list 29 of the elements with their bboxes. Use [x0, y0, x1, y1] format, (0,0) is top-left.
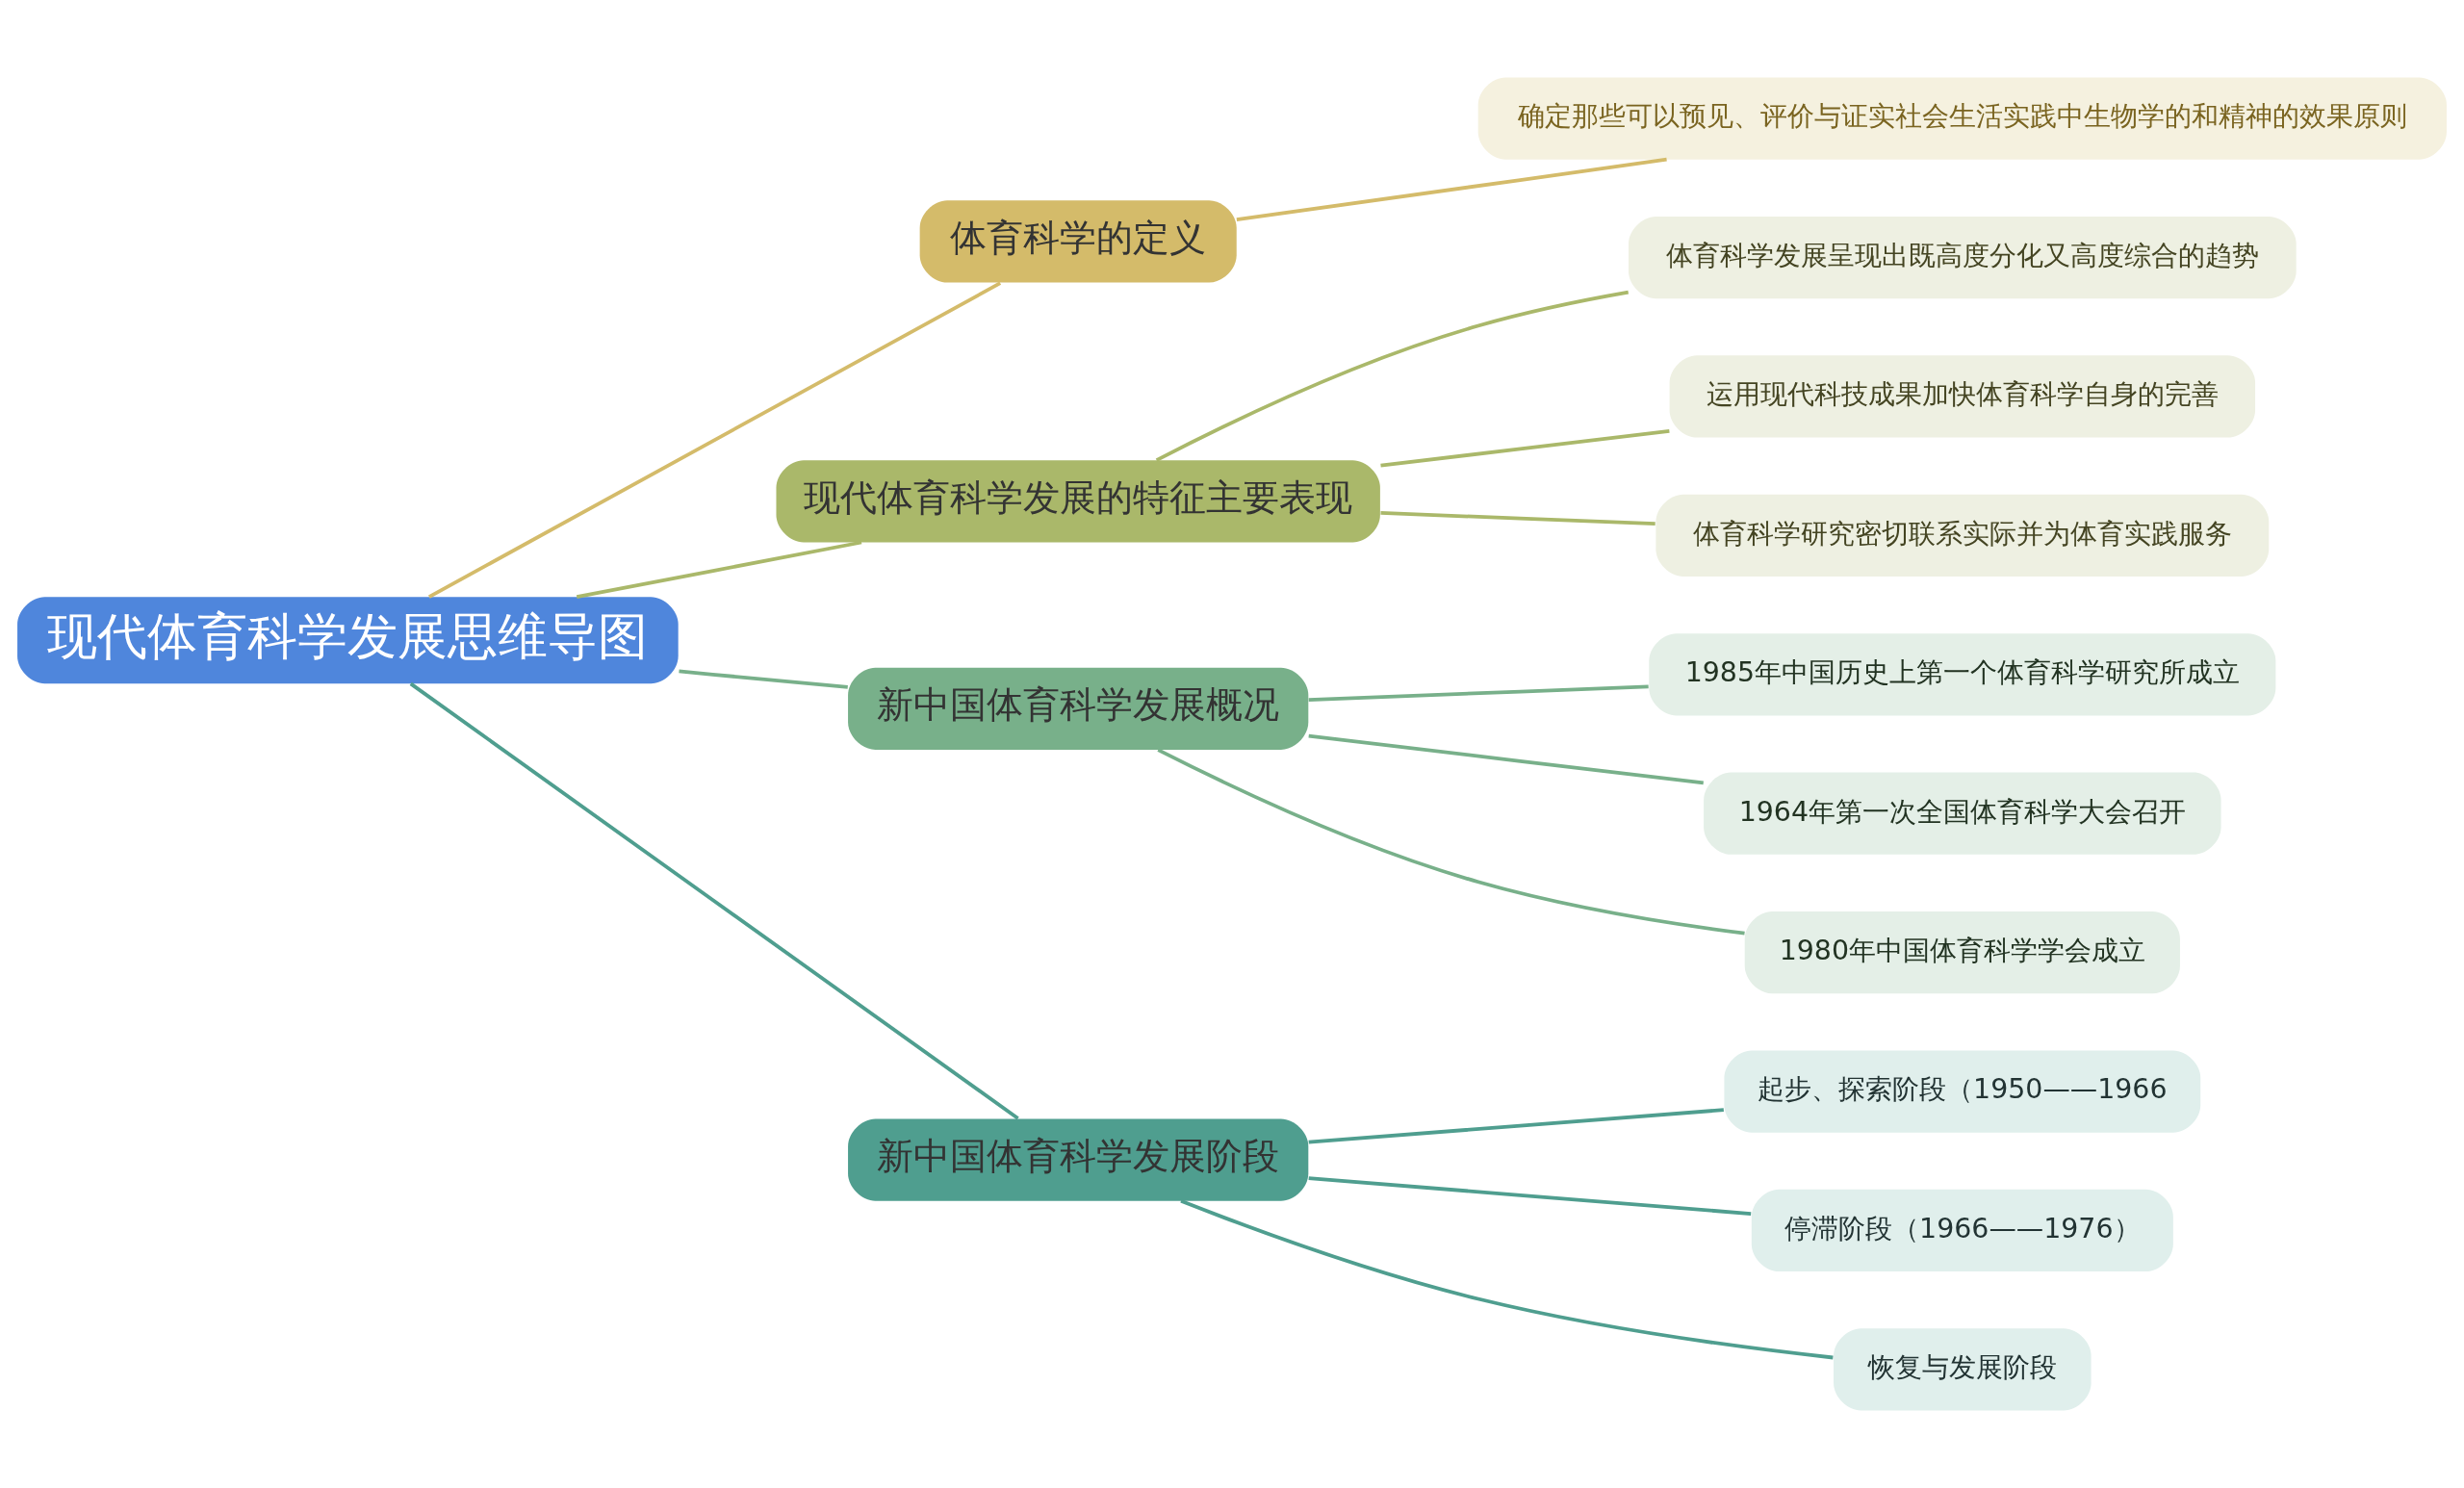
connector	[1380, 429, 1670, 468]
connector	[1180, 1199, 1834, 1360]
connector	[1157, 748, 1745, 936]
connector	[1236, 157, 1667, 222]
node-box: 体育科学的定义	[919, 200, 1237, 283]
connector	[1308, 1108, 1724, 1144]
node-box: 体育科学研究密切联系实际并为体育实践服务	[1656, 494, 2270, 577]
connector	[1380, 511, 1656, 526]
connector	[409, 681, 1019, 1120]
node-box: 现代体育科学发展思维导图	[17, 597, 679, 684]
connector	[1155, 290, 1630, 462]
connector	[576, 540, 862, 600]
node-box: 1980年中国体育科学学会成立	[1744, 911, 2180, 994]
connector	[1308, 733, 1704, 785]
node-box: 停滞阶段（1966——1976）	[1751, 1189, 2173, 1272]
node-box: 运用现代科技成果加快体育科学自身的完善	[1669, 355, 2256, 438]
node-box: 新中国体育科学发展阶段	[848, 1118, 1309, 1201]
node-box: 现代体育科学发展的特征主要表现	[776, 460, 1380, 543]
node-box: 确定那些可以预见、评价与证实社会生活实践中生物学的和精神的效果原则	[1477, 77, 2447, 160]
node-box: 新中国体育科学发展概况	[848, 667, 1309, 750]
connector	[427, 281, 1002, 599]
node-box: 1964年第一次全国体育科学大会召开	[1704, 772, 2221, 855]
connector	[679, 669, 848, 689]
node-box: 起步、探索阶段（1950——1966	[1724, 1050, 2201, 1133]
node-box: 恢复与发展阶段	[1834, 1328, 2092, 1411]
connector	[1308, 1176, 1752, 1216]
node-box: 1985年中国历史上第一个体育科学研究所成立	[1649, 633, 2276, 716]
connector	[1308, 684, 1649, 702]
node-box: 体育科学发展呈现出既高度分化又高度综合的趋势	[1628, 216, 2297, 299]
